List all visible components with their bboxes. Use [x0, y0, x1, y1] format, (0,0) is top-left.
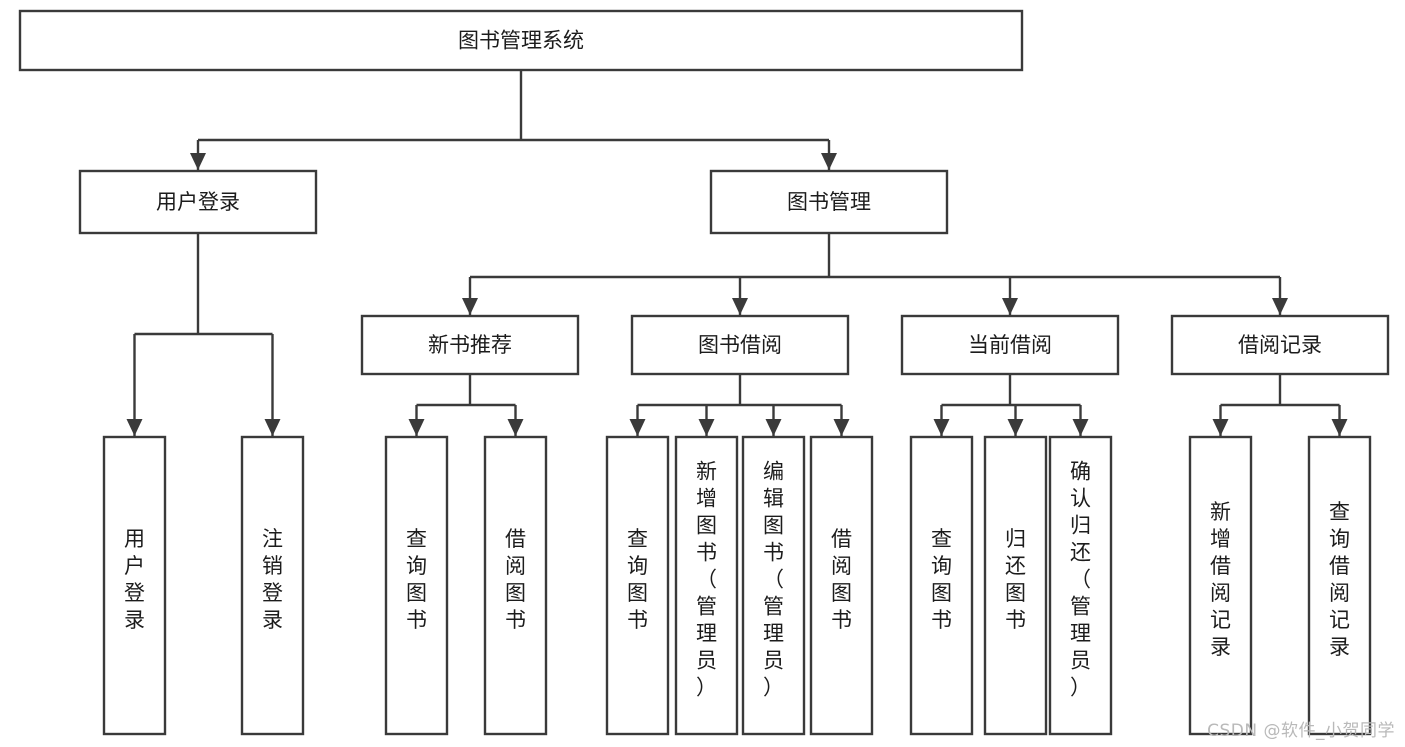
- arrow-down-icon: [126, 419, 143, 436]
- node-leaf-add-borrow-record-box[interactable]: [1188, 435, 1253, 736]
- node-root[interactable]: 图书管理系统: [18, 9, 1024, 72]
- arrow-down-icon: [698, 419, 715, 436]
- node-leaf-user-login-box[interactable]: [102, 435, 167, 736]
- node-leaf-logout-login[interactable]: 注销登录: [240, 435, 305, 736]
- node-leaf-add-borrow-record[interactable]: 新增借阅记录: [1188, 435, 1253, 736]
- node-leaf-confirm-return-box[interactable]: [1048, 435, 1113, 736]
- node-leaf-query-book-current-label: 查询图书: [931, 527, 952, 632]
- arrow-down-icon: [190, 153, 206, 170]
- node-leaf-query-book-recommend[interactable]: 查询图书: [384, 435, 449, 736]
- node-leaf-return-book[interactable]: 归还图书: [983, 435, 1048, 736]
- node-leaf-user-login-label: 用户登录: [124, 527, 145, 632]
- arrow-down-icon: [732, 298, 748, 315]
- node-leaf-add-book-label: 新增图书（管理员）: [696, 460, 717, 700]
- node-leaf-edit-book-box[interactable]: [741, 435, 806, 736]
- node-book-borrow[interactable]: 图书借阅: [630, 314, 850, 376]
- node-leaf-query-book-current-box[interactable]: [909, 435, 974, 736]
- node-leaf-query-borrow-record-label: 查询借阅记录: [1329, 500, 1350, 659]
- node-leaf-borrow-book-recommend[interactable]: 借阅图书: [483, 435, 548, 736]
- node-leaf-borrow-book-recommend-box[interactable]: [483, 435, 548, 736]
- node-borrow-record-label: 借阅记录: [1238, 333, 1322, 357]
- arrow-down-icon: [1072, 419, 1089, 436]
- node-leaf-logout-login-box[interactable]: [240, 435, 305, 736]
- node-leaf-confirm-return-label: 确认归还（管理员）: [1070, 460, 1091, 700]
- node-leaf-add-borrow-record-label: 新增借阅记录: [1210, 500, 1231, 659]
- node-leaf-edit-book[interactable]: 编辑图书（管理员）: [741, 435, 806, 736]
- node-book-borrow-label: 图书借阅: [698, 333, 782, 357]
- arrow-down-icon: [264, 419, 281, 436]
- node-book-management[interactable]: 图书管理: [709, 169, 949, 235]
- node-current-borrow-label: 当前借阅: [968, 333, 1052, 357]
- arrow-down-icon: [462, 298, 478, 315]
- arrow-down-icon: [933, 419, 950, 436]
- node-leaf-add-book-box[interactable]: [674, 435, 739, 736]
- arrow-down-icon: [1007, 419, 1024, 436]
- node-book-borrow-box[interactable]: [630, 314, 850, 376]
- node-new-book-recommend-box[interactable]: [360, 314, 580, 376]
- node-leaf-query-book-borrow[interactable]: 查询图书: [605, 435, 670, 736]
- arrow-down-icon: [507, 419, 524, 436]
- node-leaf-borrow-book-recommend-label: 借阅图书: [505, 527, 526, 632]
- node-leaf-borrow-book-label: 借阅图书: [831, 527, 852, 632]
- arrow-down-icon: [821, 153, 837, 170]
- node-current-borrow-box[interactable]: [900, 314, 1120, 376]
- node-book-management-box[interactable]: [709, 169, 949, 235]
- node-layer: 图书管理系统用户登录图书管理新书推荐图书借阅当前借阅借阅记录用户登录注销登录查询…: [18, 9, 1390, 736]
- node-leaf-query-book-borrow-box[interactable]: [605, 435, 670, 736]
- node-leaf-query-book-current[interactable]: 查询图书: [909, 435, 974, 736]
- node-leaf-borrow-book[interactable]: 借阅图书: [809, 435, 874, 736]
- node-borrow-record-box[interactable]: [1170, 314, 1390, 376]
- connector-layer: [126, 70, 1348, 436]
- node-root-box[interactable]: [18, 9, 1024, 72]
- node-leaf-return-book-box[interactable]: [983, 435, 1048, 736]
- arrow-down-icon: [408, 419, 425, 436]
- csdn-watermark: CSDN @软件_小贺同学: [1207, 721, 1395, 741]
- node-borrow-record[interactable]: 借阅记录: [1170, 314, 1390, 376]
- node-user-login-label: 用户登录: [156, 190, 240, 214]
- arrow-down-icon: [629, 419, 646, 436]
- node-user-login[interactable]: 用户登录: [78, 169, 318, 235]
- node-root-label: 图书管理系统: [458, 29, 584, 53]
- node-book-management-label: 图书管理: [787, 190, 871, 214]
- arrow-down-icon: [765, 419, 782, 436]
- node-leaf-user-login[interactable]: 用户登录: [102, 435, 167, 736]
- node-leaf-add-book[interactable]: 新增图书（管理员）: [674, 435, 739, 736]
- node-leaf-return-book-label: 归还图书: [1005, 527, 1026, 632]
- node-leaf-logout-login-label: 注销登录: [262, 527, 283, 632]
- arrow-down-icon: [1002, 298, 1018, 315]
- node-leaf-query-book-borrow-label: 查询图书: [627, 527, 648, 632]
- node-leaf-edit-book-label: 编辑图书（管理员）: [763, 460, 784, 700]
- arrow-down-icon: [1212, 419, 1229, 436]
- node-leaf-query-book-recommend-label: 查询图书: [406, 527, 427, 632]
- node-leaf-query-borrow-record[interactable]: 查询借阅记录: [1307, 435, 1372, 736]
- node-current-borrow[interactable]: 当前借阅: [900, 314, 1120, 376]
- node-leaf-query-borrow-record-box[interactable]: [1307, 435, 1372, 736]
- arrow-down-icon: [833, 419, 850, 436]
- arrow-down-icon: [1272, 298, 1288, 315]
- node-leaf-borrow-book-box[interactable]: [809, 435, 874, 736]
- node-user-login-box[interactable]: [78, 169, 318, 235]
- node-leaf-confirm-return[interactable]: 确认归还（管理员）: [1048, 435, 1113, 736]
- node-new-book-recommend[interactable]: 新书推荐: [360, 314, 580, 376]
- node-leaf-query-book-recommend-box[interactable]: [384, 435, 449, 736]
- arrow-down-icon: [1331, 419, 1348, 436]
- node-new-book-recommend-label: 新书推荐: [428, 333, 512, 357]
